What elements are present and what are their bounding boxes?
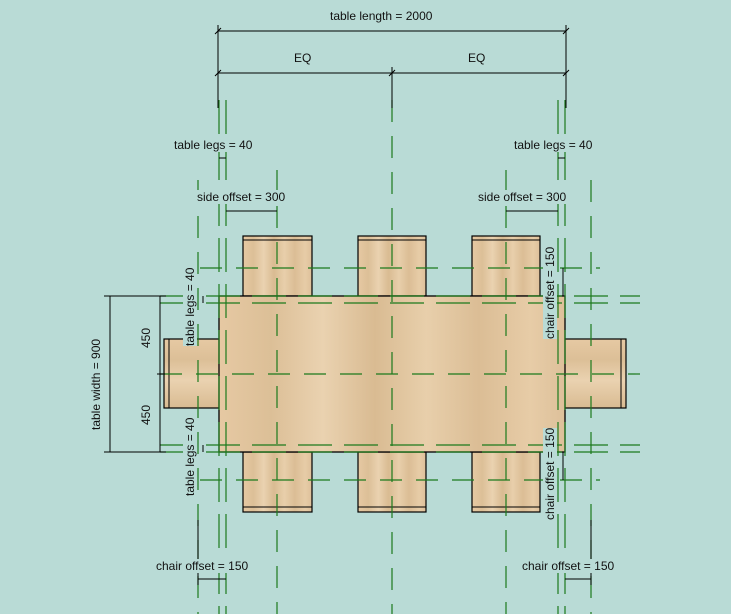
dim-table-legs-top-right[interactable]: table legs = 40 bbox=[514, 138, 593, 152]
dim-table-width[interactable]: table width = 900 bbox=[89, 338, 103, 430]
dim-half-width-bottom[interactable]: 450 bbox=[139, 404, 153, 425]
dim-chair-offset-bottom-right[interactable]: chair offset = 150 bbox=[522, 559, 615, 573]
dim-table-legs-left-upper[interactable]: table legs = 40 bbox=[183, 267, 197, 346]
reference-planes bbox=[160, 100, 640, 614]
dim-table-length[interactable]: table length = 2000 bbox=[330, 9, 433, 23]
dim-table-legs-top-left[interactable]: table legs = 40 bbox=[174, 138, 253, 152]
dim-side-offset-left[interactable]: side offset = 300 bbox=[197, 190, 286, 204]
dimension-lines bbox=[104, 25, 592, 585]
dim-chair-offset-right-upper[interactable]: chair offset = 150 bbox=[543, 246, 557, 339]
dim-chair-offset-bottom-left[interactable]: chair offset = 150 bbox=[156, 559, 249, 573]
dim-chair-offset-right-lower[interactable]: chair offset = 150 bbox=[543, 427, 557, 520]
dim-eq-left[interactable]: EQ bbox=[294, 51, 312, 65]
dim-eq-right[interactable]: EQ bbox=[468, 51, 486, 65]
dim-half-width-top[interactable]: 450 bbox=[139, 327, 153, 348]
dim-side-offset-right[interactable]: side offset = 300 bbox=[478, 190, 567, 204]
dim-table-legs-left-lower[interactable]: table legs = 40 bbox=[183, 417, 197, 496]
